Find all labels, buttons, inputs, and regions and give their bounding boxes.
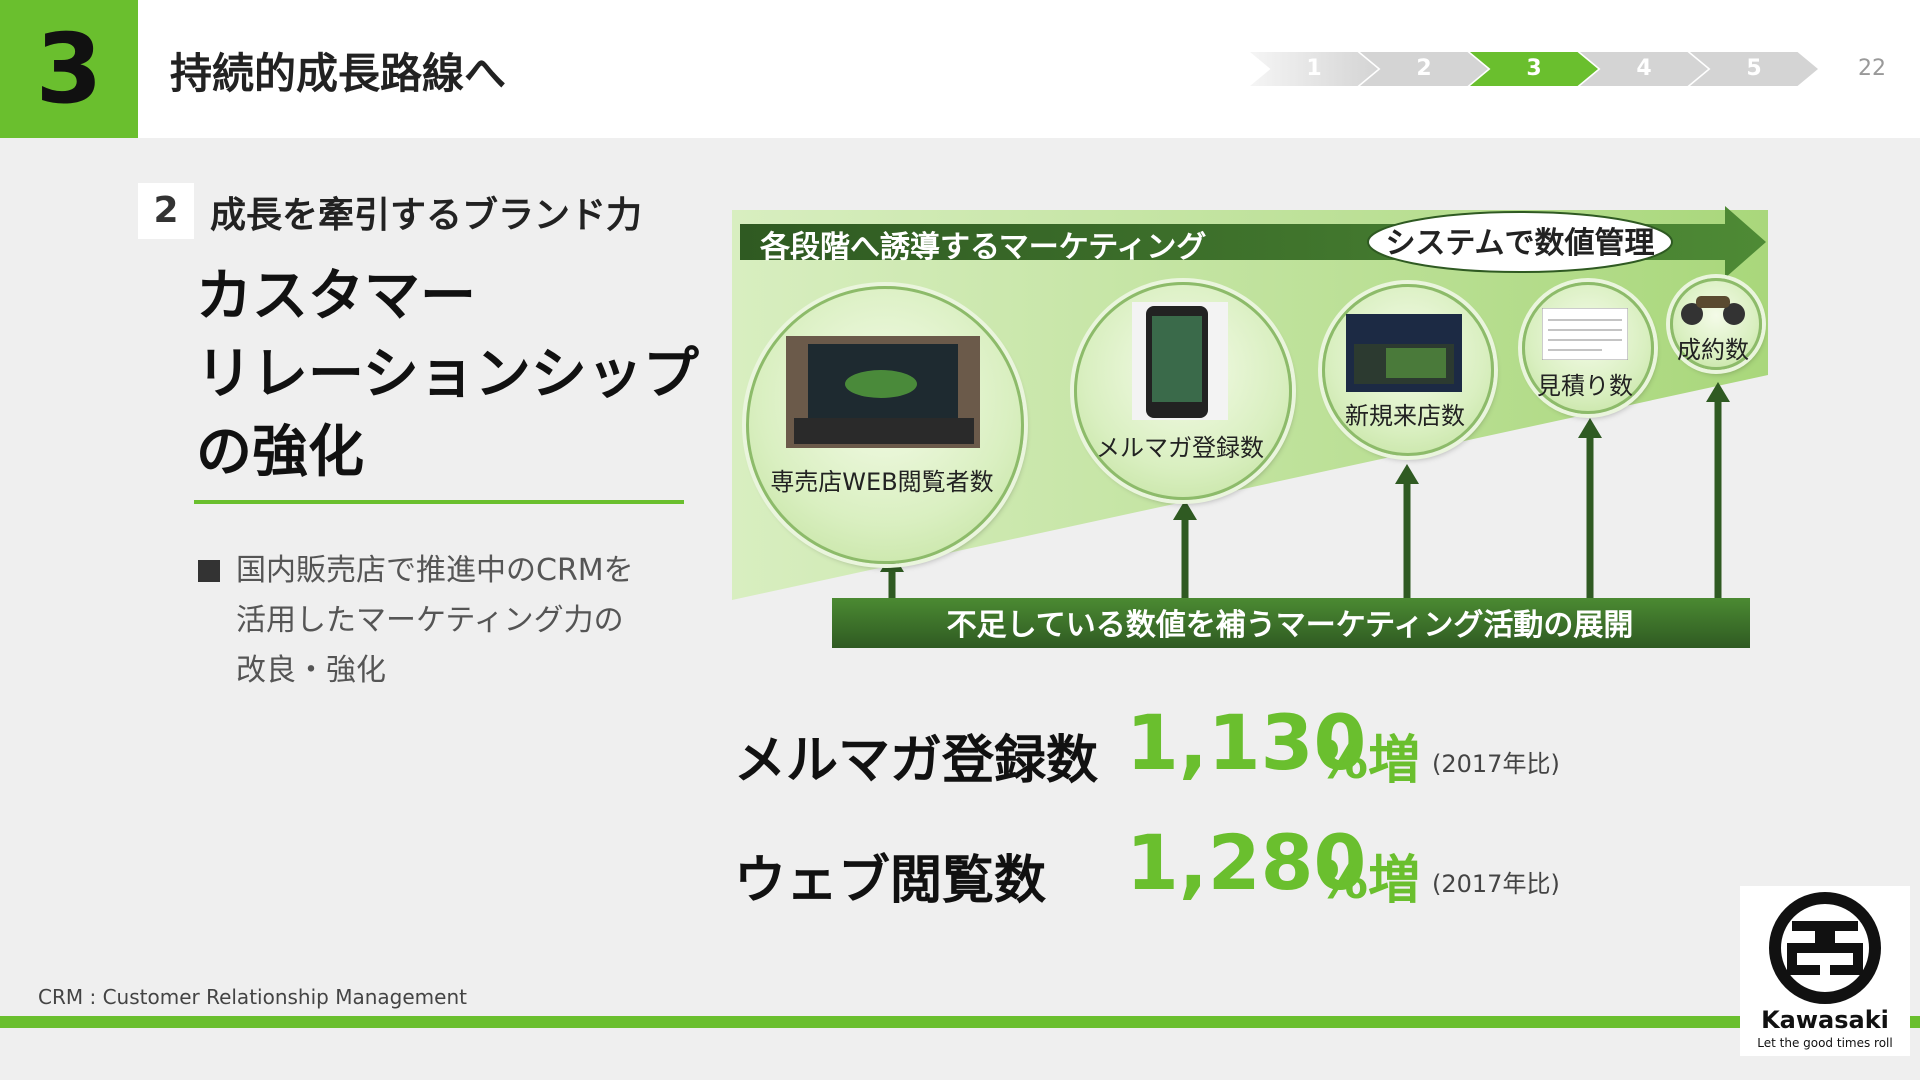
bullet-line-1: 国内販売店で推進中のCRMを xyxy=(236,553,634,588)
stage-label-web-views: 専売店WEB閲覧者数 xyxy=(770,468,994,496)
bullet-line-2: 活用したマーケティング力の xyxy=(236,603,624,638)
footnote: CRM : Customer Relationship Management xyxy=(38,985,467,1009)
bullet-line-3: 改良・強化 xyxy=(236,653,386,688)
motorcycle-icon xyxy=(1681,296,1745,325)
bullet-text: 国内販売店で推進中のCRMを 活用したマーケティング力の 改良・強化 xyxy=(236,546,676,696)
footer-line xyxy=(0,1016,1920,1028)
stat-note-newsletter: (2017年比) xyxy=(1432,750,1560,778)
progress-step-3: 3 xyxy=(1470,52,1598,86)
headline-line-1: カスタマー xyxy=(196,264,476,329)
kawasaki-logo: Kawasaki Let the good times roll xyxy=(1740,886,1910,1056)
stat-note-web: (2017年比) xyxy=(1432,870,1560,898)
logo-name: Kawasaki xyxy=(1761,1006,1889,1034)
progress-step-5: 5 xyxy=(1690,52,1818,86)
stat-unit-newsletter: %増 xyxy=(1316,731,1421,791)
smartphone-photo-icon xyxy=(1132,302,1228,420)
bottom-bar xyxy=(832,598,1750,648)
chapter-number: 3 xyxy=(0,0,138,138)
stat-label-web: ウェブ閲覧数 xyxy=(734,851,1047,911)
headline: カスタマー リレーションシップ の強化 xyxy=(196,258,716,492)
section-number: 2 xyxy=(138,183,194,239)
stat-value-web: 1,280 xyxy=(1126,818,1367,907)
section-title: 成長を牽引するブランド力 xyxy=(210,195,643,236)
stat-value-newsletter: 1,130 xyxy=(1126,698,1367,787)
stage-label-quotes: 見積り数 xyxy=(1537,372,1633,400)
kawasaki-emblem-icon xyxy=(1769,892,1881,1004)
progress-step-1: 1 xyxy=(1250,52,1378,86)
marketing-funnel-diagram: 各段階へ誘導するマーケティング システムで数値管理 専売店WEB閲覧者数 メルマ… xyxy=(730,200,1780,660)
stage-label-new-visits: 新規来店数 xyxy=(1345,402,1465,430)
progress-step-2: 2 xyxy=(1360,52,1488,86)
system-label-bubble xyxy=(1367,211,1673,273)
square-bullet-icon xyxy=(198,560,220,582)
headline-line-3: の強化 xyxy=(196,420,364,485)
stage-contracts xyxy=(1670,278,1762,370)
laptop-photo-icon xyxy=(786,336,980,448)
headline-divider xyxy=(194,500,684,504)
headline-line-2: リレーションシップ xyxy=(196,342,699,407)
store-photo-icon xyxy=(1346,314,1462,392)
stage-label-contracts: 成約数 xyxy=(1677,336,1749,364)
header: 3 持続的成長路線へ 1 2 3 4 5 22 xyxy=(0,0,1920,138)
system-label: システムで数値管理 xyxy=(1385,226,1655,261)
bottom-bar-label: 不足している数値を補うマーケティング活動の展開 xyxy=(946,608,1634,643)
chapter-progress: 1 2 3 4 5 xyxy=(1250,52,1820,86)
page-number: 22 xyxy=(1858,56,1886,81)
progress-step-4: 4 xyxy=(1580,52,1708,86)
top-arrow-label: 各段階へ誘導するマーケティング xyxy=(760,230,1207,265)
up-arrows xyxy=(880,382,1730,598)
quote-document-icon xyxy=(1542,308,1628,360)
stat-label-newsletter: メルマガ登録数 xyxy=(734,731,1099,791)
page-title: 持続的成長路線へ xyxy=(170,49,507,98)
stage-label-newsletter: メルマガ登録数 xyxy=(1096,434,1264,462)
stat-unit-web: %増 xyxy=(1316,851,1421,911)
logo-tagline: Let the good times roll xyxy=(1757,1036,1893,1050)
